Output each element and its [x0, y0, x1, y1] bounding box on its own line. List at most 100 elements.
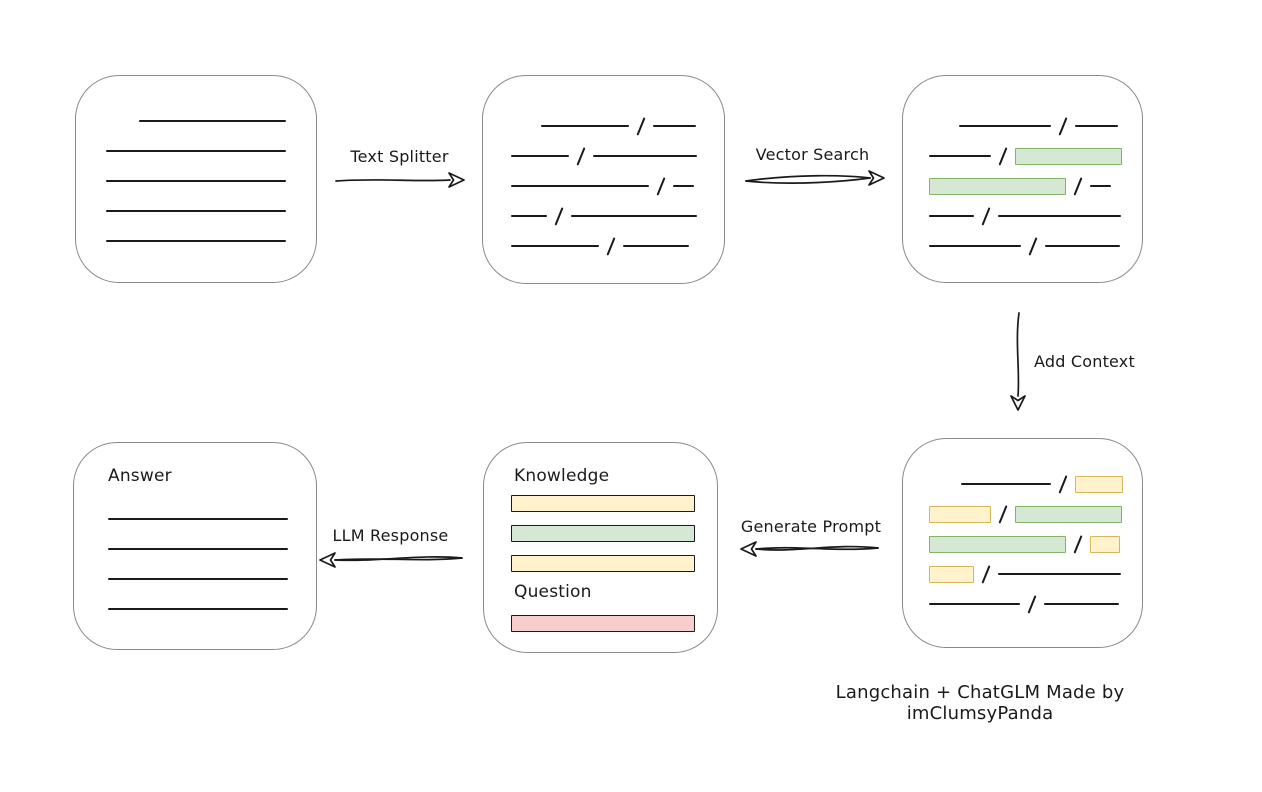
slash-separator [606, 236, 616, 256]
context-chunk-lines [903, 439, 1142, 619]
text-line [959, 125, 1051, 127]
text-row [903, 171, 1142, 201]
text-line [1044, 603, 1120, 605]
text-row [483, 111, 724, 141]
knowledge-label: Knowledge [514, 466, 610, 486]
green-chunk [1015, 505, 1123, 523]
text-line [1045, 245, 1121, 247]
text-line [673, 185, 695, 187]
yellow-chunk [929, 565, 974, 583]
text-line [571, 215, 698, 217]
question-label: Question [514, 582, 592, 602]
green-chunk [929, 177, 1066, 195]
yellow-bar [511, 555, 695, 572]
text-line [108, 578, 288, 580]
text-line [106, 180, 286, 182]
text-line [998, 573, 1122, 575]
slash-separator [1058, 474, 1068, 494]
slash-separator [1028, 236, 1038, 256]
slash-separator [554, 206, 564, 226]
text-row [903, 589, 1142, 619]
red-bar [511, 615, 695, 632]
answer-box: Answer [73, 442, 317, 650]
slash-separator [998, 504, 1008, 524]
text-row [483, 171, 724, 201]
text-line [541, 125, 629, 127]
text-splitter-label: Text Splitter [350, 147, 449, 166]
source-document-box [75, 75, 317, 283]
text-line [1090, 185, 1112, 187]
prompt-box: Knowledge Question [483, 442, 718, 653]
text-row [903, 201, 1142, 231]
text-line [623, 245, 690, 247]
matched-chunk-lines [903, 76, 1142, 261]
generate-prompt-label: Generate Prompt [740, 517, 882, 536]
knowledge-bars [511, 495, 695, 585]
slash-separator [1073, 534, 1083, 554]
text-row [903, 469, 1142, 499]
text-row [74, 594, 316, 624]
text-line [108, 548, 288, 550]
text-row [74, 564, 316, 594]
slash-separator [1073, 176, 1083, 196]
text-line [653, 125, 697, 127]
yellow-bar [511, 495, 695, 512]
text-line [106, 240, 286, 242]
text-row [483, 201, 724, 231]
yellow-chunk [929, 505, 991, 523]
text-line [108, 608, 288, 610]
split-chunks-box [482, 75, 725, 284]
text-row [74, 504, 316, 534]
text-line [929, 155, 991, 157]
text-line [106, 210, 286, 212]
text-line [511, 185, 649, 187]
text-row [903, 111, 1142, 141]
text-line [139, 120, 286, 122]
slash-separator [576, 146, 586, 166]
chunk-lines [483, 76, 724, 261]
question-bars [511, 615, 695, 645]
add-context-arrow [1010, 312, 1026, 411]
diagram-caption: Langchain + ChatGLM Made by imClumsyPand… [835, 682, 1125, 724]
green-chunk [929, 535, 1066, 553]
text-line [929, 603, 1020, 605]
llm-response-arrow [319, 552, 463, 568]
text-splitter-arrow [335, 172, 465, 188]
text-row [903, 559, 1142, 589]
text-row [76, 106, 316, 136]
text-row [483, 141, 724, 171]
text-line [511, 245, 599, 247]
matched-chunks-box [902, 75, 1143, 283]
text-line [929, 245, 1021, 247]
text-row [76, 166, 316, 196]
text-line [929, 215, 974, 217]
text-line [998, 215, 1122, 217]
text-line [593, 155, 698, 157]
slash-separator [981, 206, 991, 226]
text-line [108, 518, 288, 520]
document-lines [76, 76, 316, 256]
text-line [1075, 125, 1119, 127]
green-bar [511, 525, 695, 542]
answer-lines [74, 443, 316, 624]
add-context-label: Add Context [1034, 352, 1135, 371]
text-row [903, 141, 1142, 171]
text-row [903, 231, 1142, 261]
text-row [903, 499, 1142, 529]
text-line [106, 150, 286, 152]
text-row [903, 529, 1142, 559]
slash-separator [1058, 116, 1068, 136]
vector-search-label: Vector Search [755, 145, 870, 164]
text-row [483, 231, 724, 261]
generate-prompt-arrow [740, 541, 879, 557]
text-line [511, 215, 547, 217]
slash-separator [656, 176, 666, 196]
text-row [76, 196, 316, 226]
yellow-chunk [1075, 475, 1124, 493]
text-row [76, 226, 316, 256]
text-row [74, 534, 316, 564]
slash-separator [981, 564, 991, 584]
answer-label: Answer [108, 466, 172, 486]
llm-response-label: LLM Response [332, 526, 449, 545]
